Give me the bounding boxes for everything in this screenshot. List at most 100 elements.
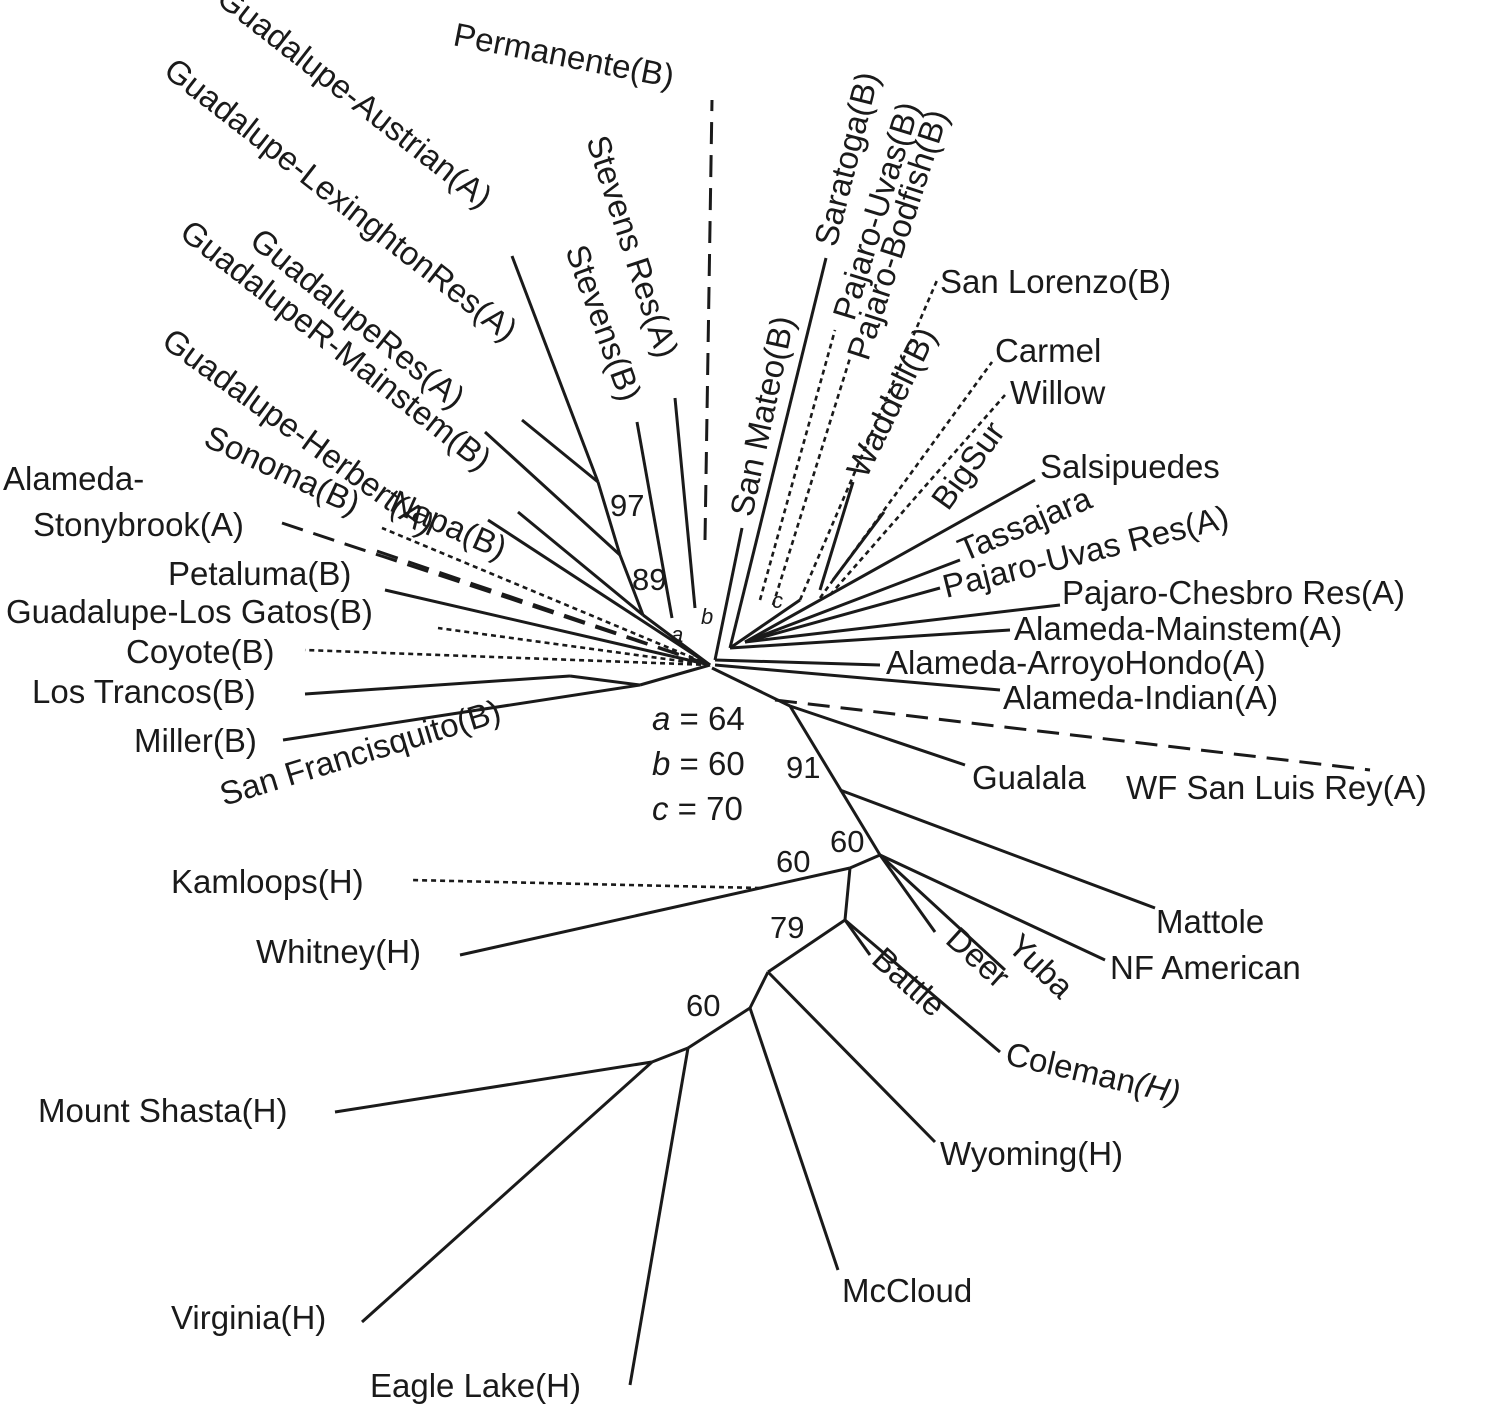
branch-gualala xyxy=(789,704,966,767)
node-letter-b: b xyxy=(701,604,713,629)
taxon-alameda-stonybrook-2: Stonybrook(A) xyxy=(33,506,244,543)
branch-deer xyxy=(878,854,937,933)
taxon-mount-shasta: Mount Shasta(H) xyxy=(38,1092,287,1129)
taxon-willow: Willow xyxy=(1010,374,1105,411)
legend-a-letter: a xyxy=(652,700,670,737)
node-letter-a: a xyxy=(671,622,683,647)
branch-node60c xyxy=(767,918,846,974)
bootstrap-60-upper: 60 xyxy=(830,824,864,859)
branch-losgatos xyxy=(437,626,711,667)
branch-yuba xyxy=(878,853,1007,972)
branch-miller xyxy=(282,683,641,742)
branch-petaluma xyxy=(384,588,711,667)
taxon-coleman-name: Coleman xyxy=(1002,1035,1139,1101)
branch-alameda-indian xyxy=(714,663,1001,692)
taxon-san-mateo: San Mateo(B) xyxy=(723,313,802,520)
branch-eagle-int xyxy=(687,1006,751,1050)
taxon-napa: Napa(B) xyxy=(385,483,512,567)
branch-permanente xyxy=(703,99,714,541)
taxon-virginia: Virginia(H) xyxy=(171,1299,326,1336)
legend-b: b = 60 xyxy=(652,745,745,782)
branch-stevens-res xyxy=(673,397,697,609)
taxon-battle: Battle xyxy=(865,940,952,1024)
node-letter-c: c xyxy=(772,588,783,613)
taxon-alameda-indian: Alameda-Indian(A) xyxy=(1003,679,1278,716)
bootstrap-91: 91 xyxy=(786,750,820,785)
taxon-alameda-stonybrook-1: Alameda- xyxy=(3,460,144,497)
legend-b-value: 60 xyxy=(708,745,745,782)
taxon-mattole: Mattole xyxy=(1156,903,1264,940)
bootstrap-79: 79 xyxy=(770,910,804,945)
branch-stonybrook xyxy=(281,521,711,667)
taxon-deer: Deer xyxy=(939,920,1017,995)
branch-rmainstem xyxy=(517,510,644,617)
bootstrap-89: 89 xyxy=(632,562,666,597)
taxon-wyoming: Wyoming(H) xyxy=(940,1135,1123,1172)
branch-node60b xyxy=(849,853,881,870)
branch-austrian xyxy=(510,255,600,483)
branch-pajaro-uvas xyxy=(758,329,837,601)
taxon-kamloops: Kamloops(H) xyxy=(171,863,364,900)
branches xyxy=(281,99,1371,1386)
branch-alameda-mainstem xyxy=(729,628,1011,650)
branch-virginia xyxy=(360,1060,654,1324)
taxon-whitney: Whitney(H) xyxy=(256,933,421,970)
taxon-permanente: Permanente(B) xyxy=(451,16,678,95)
taxon-san-francisquito: San Francisquito(B) xyxy=(215,692,505,813)
branch-coyote xyxy=(304,648,711,667)
taxon-guadalupe-los-gatos: Guadalupe-Los Gatos(B) xyxy=(6,593,373,630)
taxon-nf-american: NF American xyxy=(1110,949,1301,986)
branch-pajaro-uvas-res xyxy=(744,586,941,644)
branch-node60d xyxy=(748,971,770,1009)
bootstrap-97: 97 xyxy=(610,488,644,523)
branch-lexington xyxy=(521,418,599,484)
branch-node89 xyxy=(618,554,645,616)
branch-mattole xyxy=(839,788,1156,910)
taxon-pajaro-chesbro-res: Pajaro-Chesbro Res(A) xyxy=(1062,574,1405,611)
branch-tassajara xyxy=(744,558,961,644)
branch-wf-san-luis-rey xyxy=(774,698,1371,772)
legend-a-value: 64 xyxy=(708,700,745,737)
branch-bigsur xyxy=(831,511,886,581)
taxon-alameda-arroyohondo: Alameda-ArroyoHondo(A) xyxy=(886,644,1266,681)
taxon-wf-san-luis-rey: WF San Luis Rey(A) xyxy=(1126,769,1427,806)
bootstrap-60-lower: 60 xyxy=(686,988,720,1023)
branch-coleman xyxy=(844,918,1001,1054)
branch-san-lorenzo xyxy=(798,277,940,601)
taxon-salsipuedes: Salsipuedes xyxy=(1040,448,1220,485)
branch-saratoga xyxy=(728,257,828,649)
branch-node-c xyxy=(729,598,801,650)
branch-kamloops xyxy=(409,878,761,890)
taxon-los-trancos: Los Trancos(B) xyxy=(32,673,256,710)
branch-pajaro-chesbro xyxy=(744,603,1061,644)
branch-herbert xyxy=(487,518,711,667)
taxon-coleman: Coleman(H) xyxy=(1002,1035,1184,1111)
taxon-carmel: Carmel xyxy=(995,332,1101,369)
branch-nf-american xyxy=(879,853,1106,962)
taxon-gualala: Gualala xyxy=(972,759,1086,796)
taxon-petaluma: Petaluma(B) xyxy=(168,555,351,592)
node-legend: a = 64 b = 60 c = 70 xyxy=(652,700,745,827)
taxon-san-lorenzo: San Lorenzo(B) xyxy=(940,263,1171,300)
taxon-coleman-suffix: (H) xyxy=(1131,1064,1184,1110)
branch-mount-shasta xyxy=(334,1060,653,1114)
branch-mccloud xyxy=(748,1007,840,1271)
legend-c-eq: = xyxy=(669,790,707,827)
branch-stevens xyxy=(635,421,674,619)
branch-wyoming xyxy=(766,970,937,1144)
legend-a-eq: = xyxy=(670,700,708,737)
branch-guadres xyxy=(483,430,622,557)
legend-c-letter: c xyxy=(652,790,669,827)
legend-b-letter: b xyxy=(652,745,670,782)
branch-eagle-lake xyxy=(628,1047,690,1386)
branch-node91 xyxy=(788,705,882,856)
legend-a: a = 64 xyxy=(652,700,745,737)
branch-node97 xyxy=(596,481,622,556)
legend-b-eq: = xyxy=(670,745,708,782)
branch-francisquito-int xyxy=(569,674,641,687)
taxon-miller: Miller(B) xyxy=(134,722,257,759)
branch-shasta-int xyxy=(651,1046,689,1064)
legend-c-value: 70 xyxy=(706,790,743,827)
